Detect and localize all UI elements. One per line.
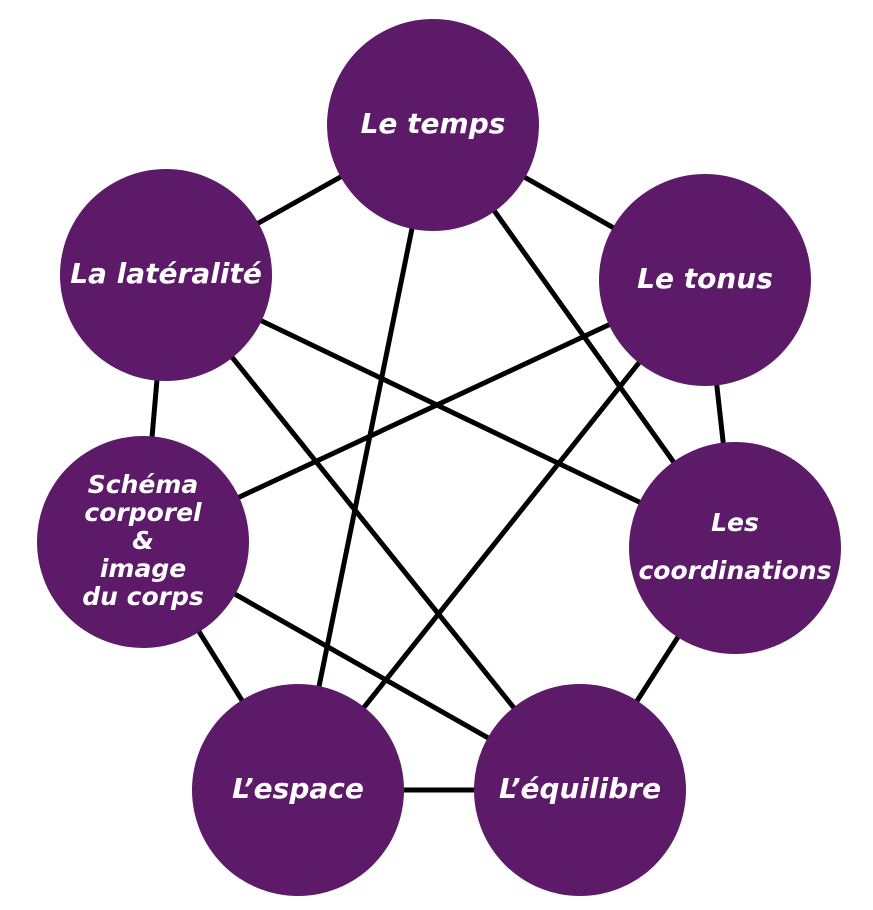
node-circle-coordinations — [629, 442, 841, 654]
node-label-schema-line-4: du corps — [82, 582, 204, 611]
node-label-espace-line-0: L’espace — [232, 772, 364, 805]
node-circle-tonus — [599, 174, 811, 386]
node-circle-lateralite — [60, 169, 272, 381]
node-label-equilibre-line-0: L’équilibre — [499, 772, 661, 805]
edge-tonus-espace — [295, 277, 708, 793]
node-label-schema-line-3: image — [100, 554, 186, 583]
node-label-tonus-line-0: Le tonus — [637, 262, 773, 295]
node-circle-schema — [37, 436, 249, 648]
node-circle-temps — [327, 19, 539, 231]
node-espace: L’espace — [192, 684, 404, 896]
node-label-temps-line-0: Le temps — [361, 107, 506, 140]
node-temps: Le temps — [327, 19, 539, 231]
node-coordinations: Les coordinations — [629, 442, 841, 654]
edge-lateralite-equilibre — [163, 272, 583, 793]
node-circle-espace — [192, 684, 404, 896]
node-label-schema-line-0: Schéma — [88, 470, 199, 499]
node-label-lateralite-line-0: La latéralité — [70, 257, 262, 290]
node-equilibre: L’équilibre — [474, 684, 686, 896]
node-lateralite: La latéralité — [60, 169, 272, 381]
node-label-coordinations-line-1: coordinations — [638, 556, 831, 585]
edge-temps-espace — [295, 122, 436, 793]
node-label-schema-line-2: & — [132, 526, 154, 555]
node-label-coordinations-line-0: Les — [711, 508, 759, 537]
node-circle-equilibre — [474, 684, 686, 896]
node-tonus: Le tonus — [599, 174, 811, 386]
node-label-schema-line-1: corporel — [84, 498, 202, 527]
